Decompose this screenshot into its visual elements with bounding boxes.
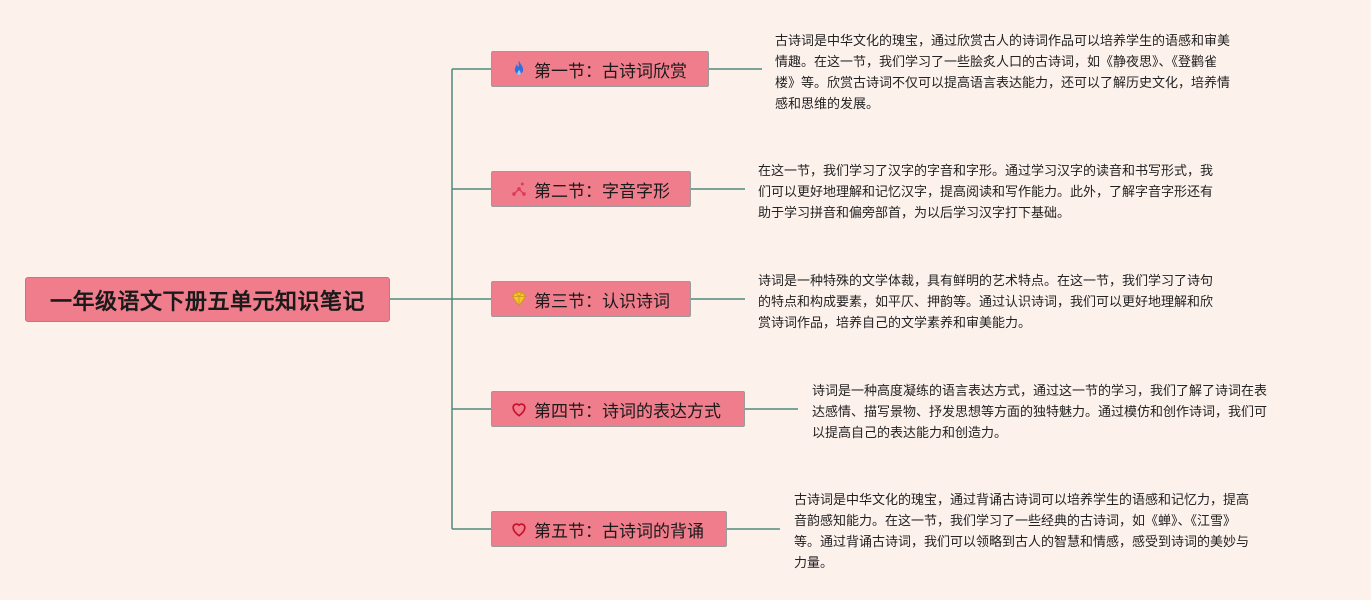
branch-node-4[interactable]: 第四节：诗词的表达方式	[491, 391, 745, 427]
note-text-2: 在这一节，我们学习了汉字的字音和字形。通过学习汉字的读音和书写形式，我 们可以更…	[758, 164, 1214, 221]
heart-icon	[508, 398, 530, 420]
branch-label-1: 第一节：古诗词欣赏	[534, 61, 687, 82]
note-text-1: 古诗词是中华文化的瑰宝，通过欣赏古人的诗词作品可以培养学生的语感和审美 情趣。在…	[775, 34, 1231, 112]
branch-node-5[interactable]: 第五节：古诗词的背诵	[491, 511, 727, 547]
note-text-4: 诗词是一种高度凝练的语言表达方式，通过这一节的学习，我们了解了诗词在表 达感情、…	[812, 384, 1268, 441]
sparkle-icon	[508, 178, 530, 200]
branch-label-4: 第四节：诗词的表达方式	[534, 401, 721, 422]
note-text-5: 古诗词是中华文化的瑰宝，通过背诵古诗词可以培养学生的语感和记忆力，提高 音韵感知…	[794, 493, 1250, 571]
branch-node-3[interactable]: 第三节：认识诗词	[491, 281, 691, 317]
branch-node-1[interactable]: 第一节：古诗词欣赏	[491, 51, 709, 87]
flame-icon	[508, 58, 530, 80]
branch-label-5: 第五节：古诗词的背诵	[534, 521, 704, 542]
branch-label-3: 第三节：认识诗词	[534, 291, 670, 312]
heart-icon	[508, 518, 530, 540]
note-text-3: 诗词是一种特殊的文学体裁，具有鲜明的艺术特点。在这一节，我们学习了诗句 的特点和…	[758, 274, 1214, 331]
diamond-icon	[508, 288, 530, 310]
root-node[interactable]: 一年级语文下册五单元知识笔记	[25, 277, 390, 322]
branch-label-2: 第二节：字音字形	[534, 181, 670, 202]
branch-node-2[interactable]: 第二节：字音字形	[491, 171, 691, 207]
root-title: 一年级语文下册五单元知识笔记	[49, 289, 365, 315]
